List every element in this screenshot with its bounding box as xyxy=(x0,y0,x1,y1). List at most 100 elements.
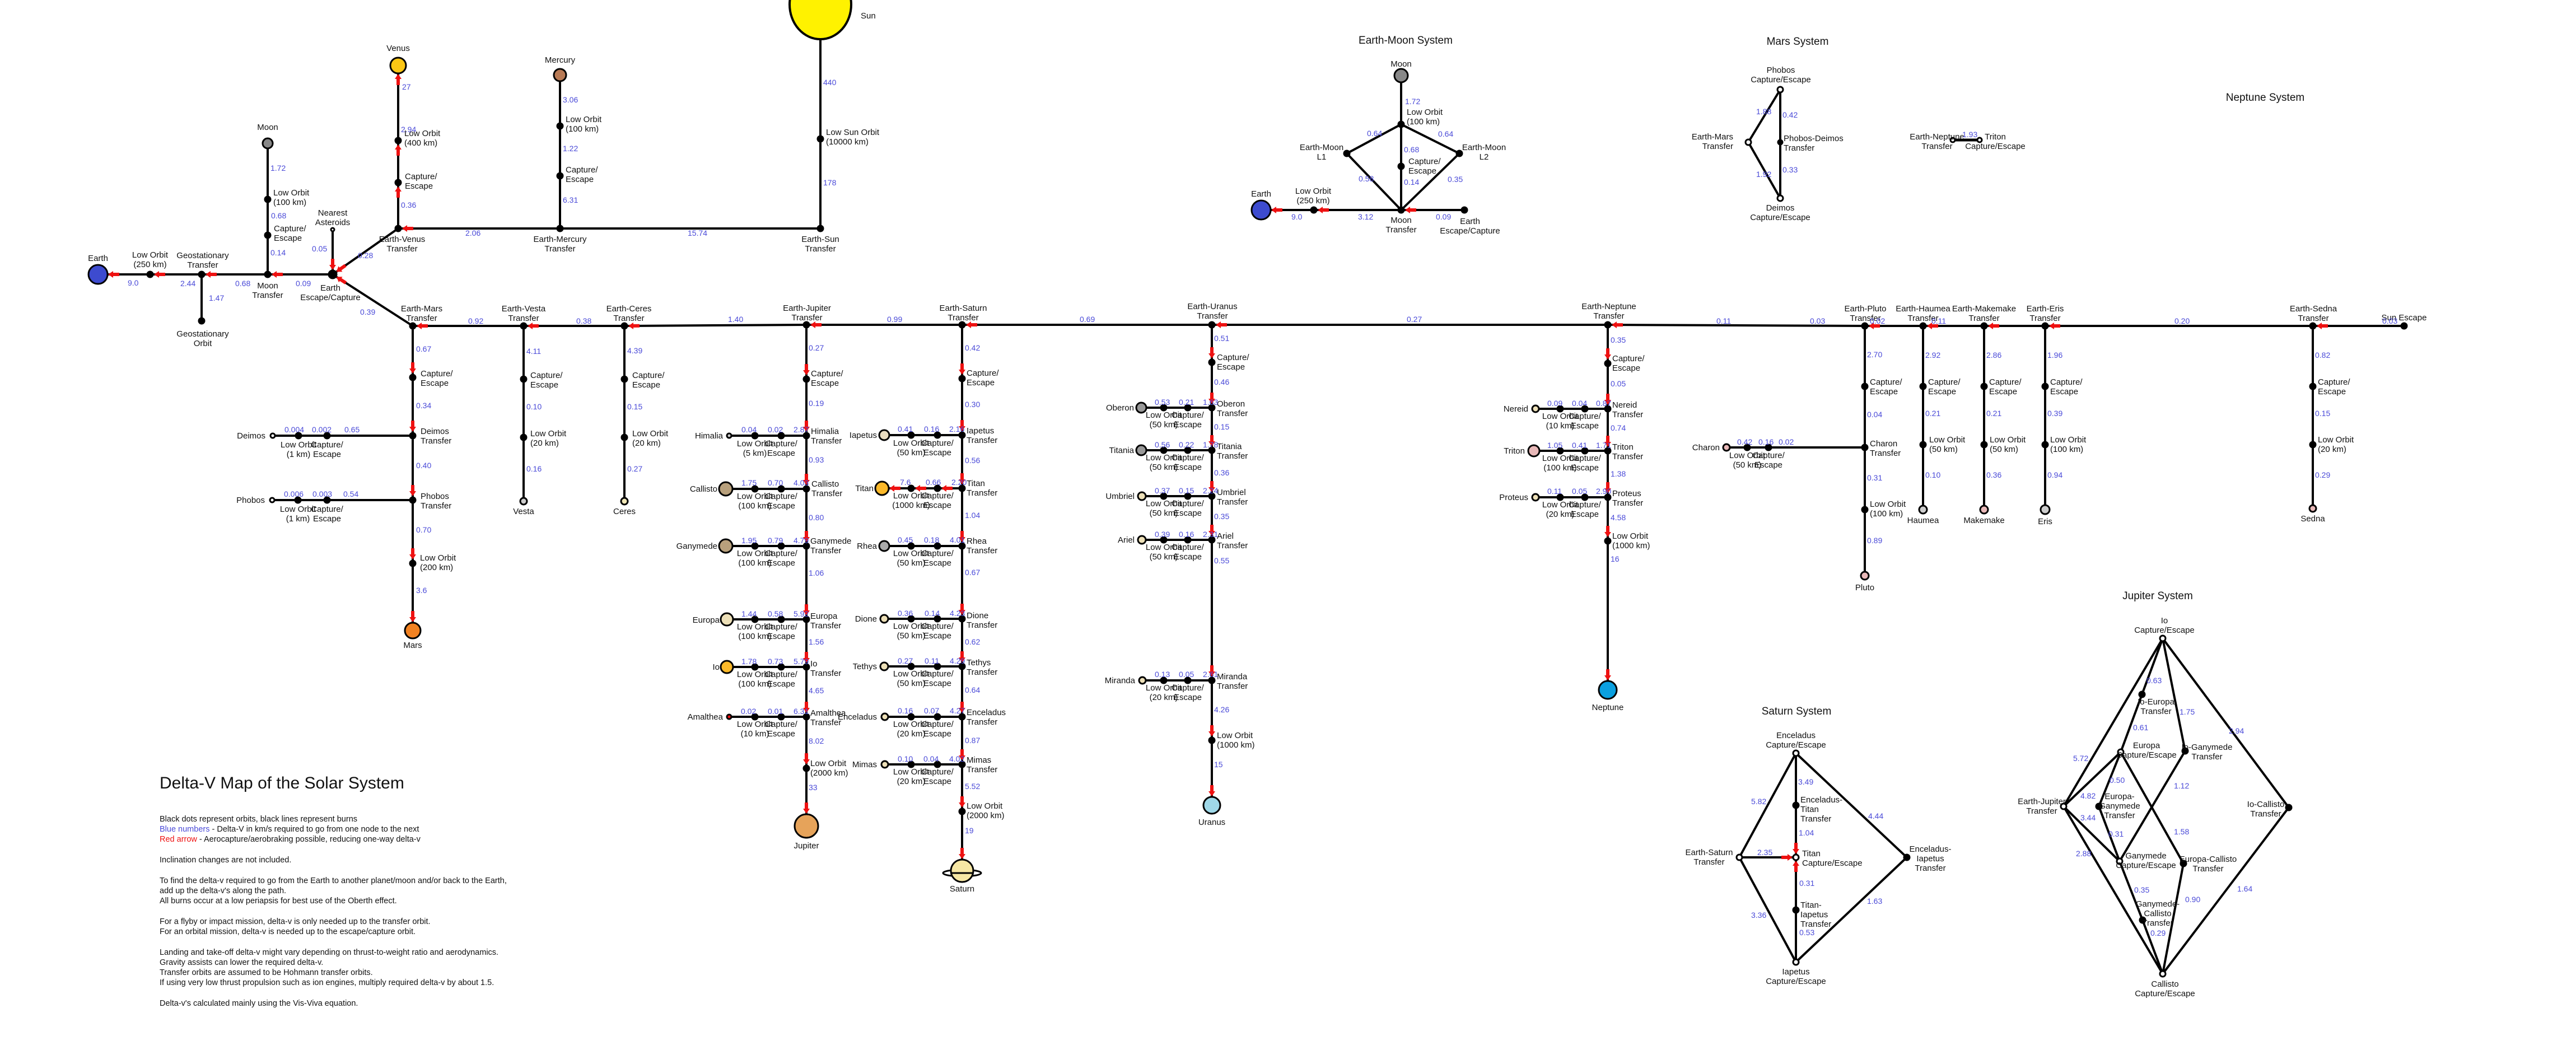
js_gace-body-icon[interactable] xyxy=(2116,857,2124,865)
uranus-body-icon[interactable] xyxy=(1202,796,1221,815)
saturn-body-icon[interactable] xyxy=(950,858,974,883)
nerece-orbit-node[interactable] xyxy=(1581,405,1589,413)
em_mt-orbit-node[interactable] xyxy=(1397,206,1405,214)
io-body-icon[interactable] xyxy=(720,660,734,674)
pluto-body-icon[interactable] xyxy=(1860,571,1870,581)
neret-orbit-node[interactable] xyxy=(1604,405,1612,413)
europa-body-icon[interactable] xyxy=(720,612,734,627)
prot-orbit-node[interactable] xyxy=(1604,493,1612,501)
js_egt-orbit-node[interactable] xyxy=(2095,802,2103,810)
makemake-body-icon[interactable] xyxy=(1979,505,1989,515)
iapetus-body-icon[interactable] xyxy=(878,429,890,441)
ms_pdt-orbit-node[interactable] xyxy=(1777,139,1784,146)
eurt-orbit-node[interactable] xyxy=(802,615,810,623)
calce-orbit-node[interactable] xyxy=(777,485,785,493)
eulo-orbit-node[interactable] xyxy=(751,615,759,623)
arice-orbit-node[interactable] xyxy=(1184,536,1192,544)
mirlo-orbit-node[interactable] xyxy=(1160,676,1168,684)
ariel-body-icon[interactable] xyxy=(1137,535,1147,545)
ss_tit-orbit-node[interactable] xyxy=(1792,906,1800,914)
vesta-body-icon[interactable] xyxy=(519,497,528,506)
umblo-orbit-node[interactable] xyxy=(1160,492,1168,500)
js_ict-orbit-node[interactable] xyxy=(2285,804,2293,811)
ganylo-orbit-node[interactable] xyxy=(751,542,759,550)
pce-orbit-node[interactable] xyxy=(323,496,331,504)
deimos-body-icon[interactable] xyxy=(269,432,276,439)
js_gct-orbit-node[interactable] xyxy=(2139,916,2146,924)
makt-orbit-node[interactable] xyxy=(1980,322,1988,330)
lso-orbit-node[interactable] xyxy=(816,135,824,143)
dione-body-icon[interactable] xyxy=(879,614,889,624)
chalo-orbit-node[interactable] xyxy=(1743,444,1751,451)
ss_ice-body-icon[interactable] xyxy=(1792,958,1800,966)
oberon-body-icon[interactable] xyxy=(1135,402,1147,414)
calt-orbit-node[interactable] xyxy=(802,485,810,493)
titan-body-icon[interactable] xyxy=(874,480,890,496)
phobos-body-icon[interactable] xyxy=(269,497,276,503)
diolo-orbit-node[interactable] xyxy=(907,615,915,623)
ulo-orbit-node[interactable] xyxy=(1208,736,1216,744)
miranda-body-icon[interactable] xyxy=(1138,676,1147,685)
proteus-body-icon[interactable] xyxy=(1531,493,1540,502)
nlo-orbit-node[interactable] xyxy=(1604,537,1612,545)
titace-orbit-node[interactable] xyxy=(1184,446,1192,454)
triton-body-icon[interactable] xyxy=(1527,444,1541,458)
umbriel-body-icon[interactable] xyxy=(1137,491,1147,501)
em_ee-orbit-node[interactable] xyxy=(1460,206,1468,214)
encce-orbit-node[interactable] xyxy=(934,713,941,721)
moonce-orbit-node[interactable] xyxy=(264,231,272,239)
mars-body-icon[interactable] xyxy=(404,622,422,640)
erice-orbit-node[interactable] xyxy=(2041,382,2049,390)
dioce-orbit-node[interactable] xyxy=(934,615,941,623)
makce-orbit-node[interactable] xyxy=(1980,382,1988,390)
phobost-orbit-node[interactable] xyxy=(409,496,417,504)
obelo-orbit-node[interactable] xyxy=(1160,404,1168,412)
em_l1-orbit-node[interactable] xyxy=(1343,150,1351,157)
ss_eit-orbit-node[interactable] xyxy=(1903,853,1911,861)
rhet-orbit-node[interactable] xyxy=(958,542,966,550)
titce-orbit-node[interactable] xyxy=(934,484,941,492)
euce-orbit-node[interactable] xyxy=(777,615,785,623)
jupiter-body-icon[interactable] xyxy=(794,813,819,839)
gant-orbit-node[interactable] xyxy=(802,542,810,550)
amalo-orbit-node[interactable] xyxy=(751,713,759,721)
satt-orbit-node[interactable] xyxy=(958,321,966,329)
haumea-body-icon[interactable] xyxy=(1918,505,1928,515)
marsce-orbit-node[interactable] xyxy=(409,374,417,381)
ms_pce-body-icon[interactable] xyxy=(1776,86,1784,94)
sedce-orbit-node[interactable] xyxy=(2309,382,2317,390)
enceladus-body-icon[interactable] xyxy=(880,712,889,721)
ioce-orbit-node[interactable] xyxy=(777,663,785,671)
haulo-orbit-node[interactable] xyxy=(1919,441,1927,449)
moon-body-icon[interactable] xyxy=(262,137,274,150)
eesc-body-icon[interactable] xyxy=(328,269,338,279)
erilo-orbit-node[interactable] xyxy=(2041,441,2049,449)
sedt-orbit-node[interactable] xyxy=(2309,322,2317,330)
titlo-orbit-node[interactable] xyxy=(907,484,915,492)
rhea-body-icon[interactable] xyxy=(878,540,890,552)
vestat-orbit-node[interactable] xyxy=(520,322,528,330)
tetce-orbit-node[interactable] xyxy=(934,662,941,670)
nerelo-orbit-node[interactable] xyxy=(1556,405,1564,413)
ganymede-body-icon[interactable] xyxy=(718,538,734,554)
arilo-orbit-node[interactable] xyxy=(1160,536,1168,544)
himt-orbit-node[interactable] xyxy=(802,432,810,440)
arit-orbit-node[interactable] xyxy=(1208,536,1216,544)
iaplo-orbit-node[interactable] xyxy=(907,431,915,439)
himce-orbit-node[interactable] xyxy=(777,432,785,440)
mirt-orbit-node[interactable] xyxy=(1208,676,1216,684)
js_iet-orbit-node[interactable] xyxy=(2138,690,2146,698)
slo-orbit-node[interactable] xyxy=(958,808,966,815)
titt-orbit-node[interactable] xyxy=(958,484,966,492)
trilo-orbit-node[interactable] xyxy=(1556,447,1564,455)
mimlo-orbit-node[interactable] xyxy=(907,760,915,768)
umbt-orbit-node[interactable] xyxy=(1208,492,1216,500)
vlo-orbit-node[interactable] xyxy=(394,137,402,144)
js_ioce-body-icon[interactable] xyxy=(2159,634,2167,642)
mimas-body-icon[interactable] xyxy=(880,760,889,769)
pllo-orbit-node[interactable] xyxy=(1861,506,1869,514)
cerelo-orbit-node[interactable] xyxy=(620,433,628,441)
tett-orbit-node[interactable] xyxy=(958,662,966,670)
trice-orbit-node[interactable] xyxy=(1581,447,1589,455)
amat-orbit-node[interactable] xyxy=(802,713,810,721)
